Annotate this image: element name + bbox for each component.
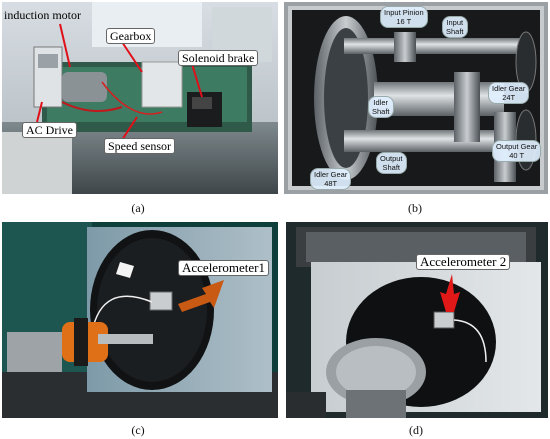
caption-b: (b) (408, 201, 422, 215)
label-induction-motor: induction motor (4, 8, 81, 22)
label-solenoid-brake: Solenoid brake (178, 50, 259, 66)
photo-panel-a: induction motor Gearbox Solenoid brake A… (2, 2, 278, 194)
caption-d: (d) (409, 423, 423, 437)
photo-panel-b: Input Pinion 16 T Input Shaft Idler Gear… (284, 2, 548, 194)
caption-a: (a) (131, 201, 145, 215)
accelerometer-1-photo (2, 222, 278, 418)
label-accelerometer-2: Accelerometer 2 (416, 254, 511, 270)
accelerometer-2-photo (286, 222, 548, 418)
label-output-gear: Output Gear 40 T (492, 140, 542, 162)
label-output-shaft: Output Shaft (376, 152, 407, 174)
photo-panel-d: Accelerometer 2 (286, 222, 548, 418)
label-gearbox: Gearbox (106, 28, 156, 44)
label-idler-shaft: Idler Shaft (368, 96, 394, 118)
photo-panel-c: Accelerometer1 (2, 222, 278, 418)
caption-c: (c) (131, 423, 145, 437)
label-idler-gear-24: Idler Gear 24T (488, 82, 530, 104)
label-speed-sensor: Speed sensor (104, 138, 175, 154)
label-accelerometer-1: Accelerometer1 (178, 260, 270, 276)
label-input-pinion: Input Pinion 16 T (380, 6, 428, 28)
label-input-shaft: Input Shaft (442, 16, 468, 38)
label-idler-gear-48: Idler Gear 48T (310, 168, 352, 190)
label-ac-drive: AC Drive (22, 122, 77, 138)
